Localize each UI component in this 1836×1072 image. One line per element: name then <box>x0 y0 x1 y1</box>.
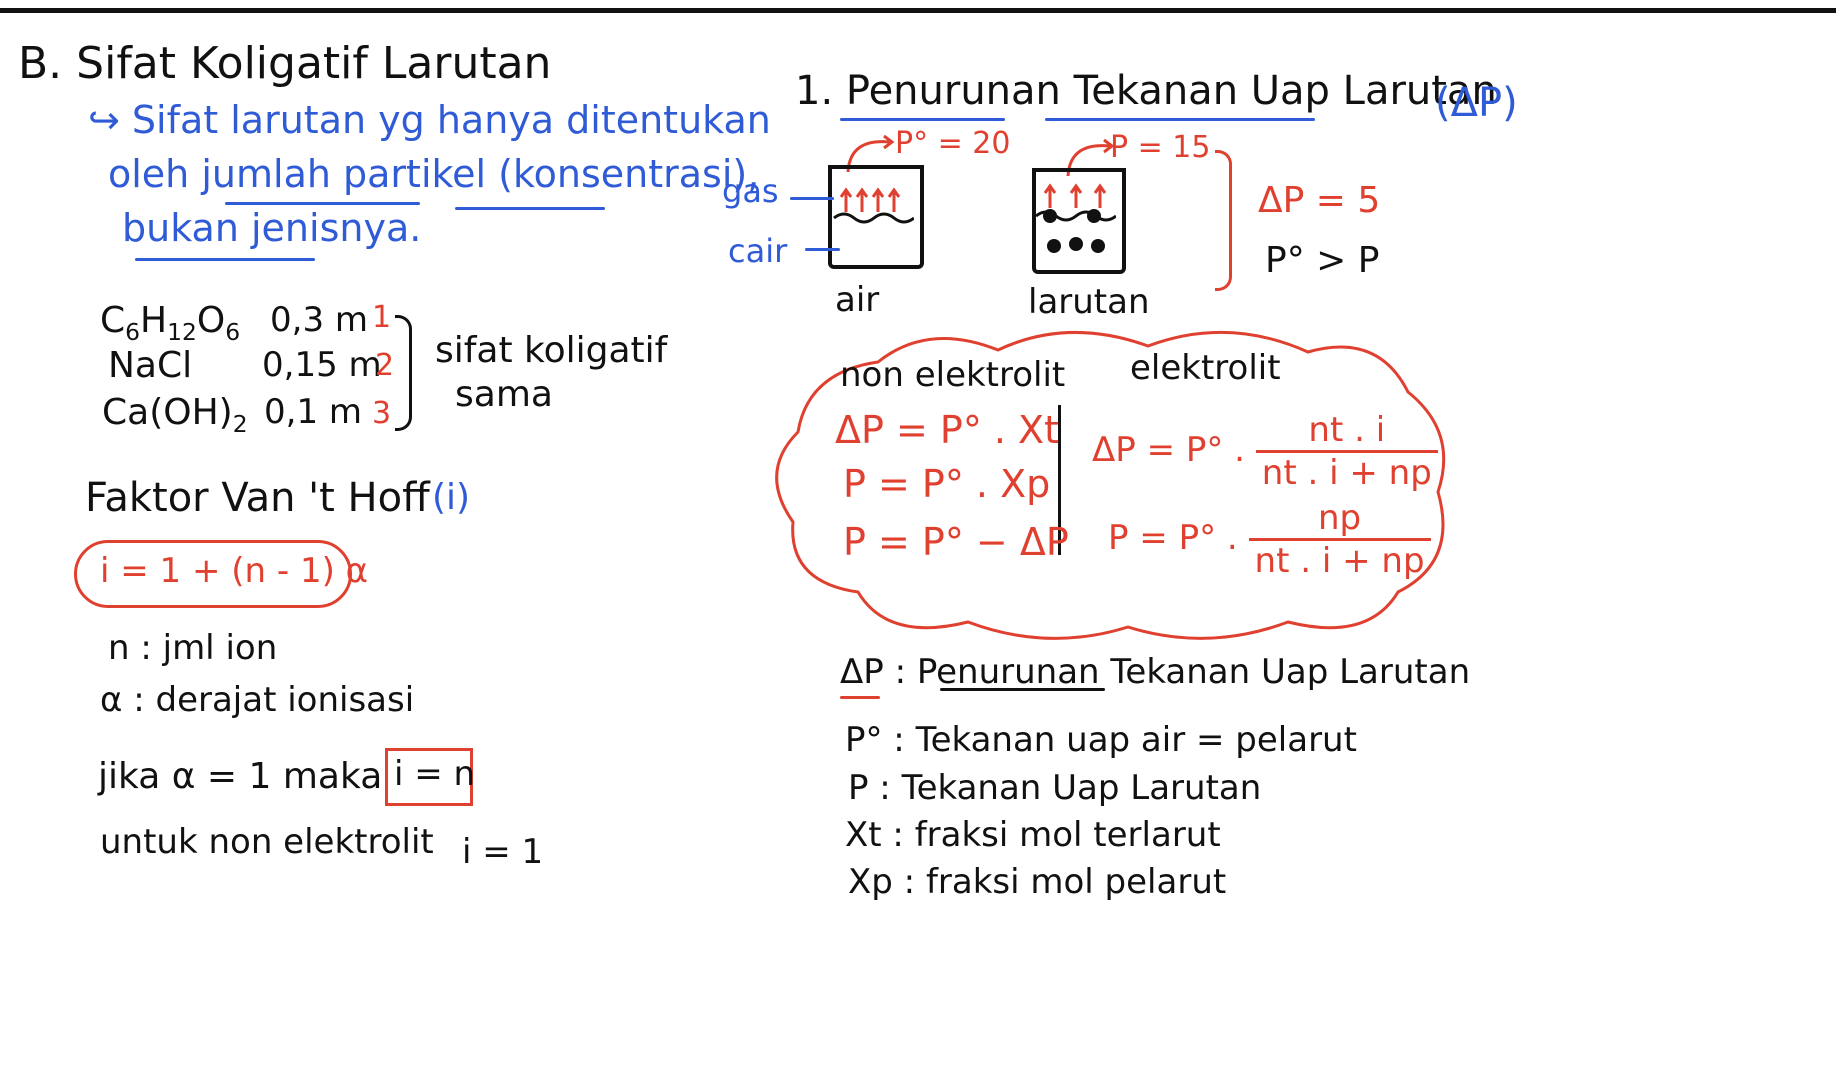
cloud-col1-formula-2: P = P° . Xp <box>843 462 1051 506</box>
i-equals-n: i = n <box>394 754 476 794</box>
underline-tekanan-uap <box>1045 118 1315 121</box>
solution-conc-2: 0,15 m <box>262 345 382 385</box>
section-heading: B. Sifat Koligatif Larutan <box>18 38 552 89</box>
cloud-col2-title: elektrolit <box>1130 348 1281 388</box>
underline-penurunan-def <box>940 688 1105 691</box>
solution-factor-3: 3 <box>372 396 392 431</box>
cair-pointer <box>805 248 840 251</box>
beaker-water <box>828 165 924 269</box>
subsection-symbol: (ΔP) <box>1435 80 1518 126</box>
definition-p: P : Tekanan Uap Larutan <box>848 768 1262 808</box>
definition-line-2: oleh jumlah partikel (konsentrasi), <box>108 152 760 196</box>
underline-penurunan <box>840 118 1005 121</box>
cloud-col1-formula-1: ΔP = P° . Xt <box>835 408 1059 452</box>
definition-p0: P° : Tekanan uap air = pelarut <box>845 720 1357 760</box>
beaker2-particles-icon <box>1036 183 1116 253</box>
solution-conc-3: 0,1 m <box>264 392 362 432</box>
label-air: air <box>835 280 880 320</box>
vant-hoff-symbol: (i) <box>432 477 471 518</box>
cloud-col1-title: non elektrolit <box>840 355 1066 395</box>
label-larutan: larutan <box>1028 282 1150 322</box>
alpha-definition: α : derajat ionisasi <box>100 680 415 720</box>
nonelectrolyte-text: untuk non elektrolit <box>100 822 434 862</box>
vant-hoff-title: Faktor Van 't Hoff <box>85 475 430 521</box>
definition-line-1: ↪ Sifat larutan yg hanya ditentukan <box>88 98 771 142</box>
definition-xp: Xp : fraksi mol pelarut <box>848 862 1227 902</box>
nonelectrolyte-value: i = 1 <box>462 832 544 872</box>
solution-formula-2: NaCl <box>108 345 193 386</box>
underline-delta-p <box>840 696 880 699</box>
top-divider <box>0 8 1836 13</box>
underline-jumlah-partikel <box>225 202 420 205</box>
pressure-compare: P° > P <box>1265 240 1380 281</box>
solution-factor-1: 1 <box>372 300 392 335</box>
result-bracket <box>1215 150 1232 291</box>
gas-pointer <box>790 197 834 200</box>
beaker2-pressure: P = 15 <box>1110 130 1211 165</box>
definition-xt: Xt : fraksi mol terlarut <box>845 815 1221 855</box>
underline-jenisnya <box>135 258 315 261</box>
definition-line-3: bukan jenisnya. <box>122 206 422 250</box>
delta-p-result: ΔP = 5 <box>1258 180 1381 221</box>
bracket-note-1: sifat koligatif <box>435 330 668 371</box>
label-cair: cair <box>728 232 788 270</box>
if-alpha-text: jika α = 1 maka <box>98 756 383 797</box>
solution-formula-3: Ca(OH)2 <box>102 392 248 439</box>
formula-cloud-outline <box>775 330 1446 640</box>
bracket-note-2: sama <box>455 374 553 415</box>
vant-hoff-formula: i = 1 + (n - 1) α <box>100 551 369 591</box>
n-definition: n : jml ion <box>108 628 278 668</box>
label-gas: gas <box>722 172 779 210</box>
beaker1-pressure: P° = 20 <box>895 126 1011 161</box>
cloud-divider <box>1058 405 1061 555</box>
beaker1-vapor-icon <box>833 187 914 224</box>
solution-conc-1: 0,3 m <box>270 300 368 340</box>
i-equals-n-box <box>385 748 473 806</box>
definition-delta-p: ΔP : Penurunan Tekanan Uap Larutan <box>840 652 1471 692</box>
solution-formula-1: C6H12O6 <box>100 300 241 347</box>
underline-konsentrasi <box>455 207 605 210</box>
solutions-bracket <box>395 315 412 431</box>
beaker-solution <box>1032 168 1126 274</box>
solution-factor-2: 2 <box>375 348 395 383</box>
vant-hoff-formula-oval <box>74 540 352 608</box>
cloud-col1-formula-3: P = P° − ΔP <box>843 520 1069 564</box>
subsection-title: 1. Penurunan Tekanan Uap Larutan <box>795 68 1497 114</box>
